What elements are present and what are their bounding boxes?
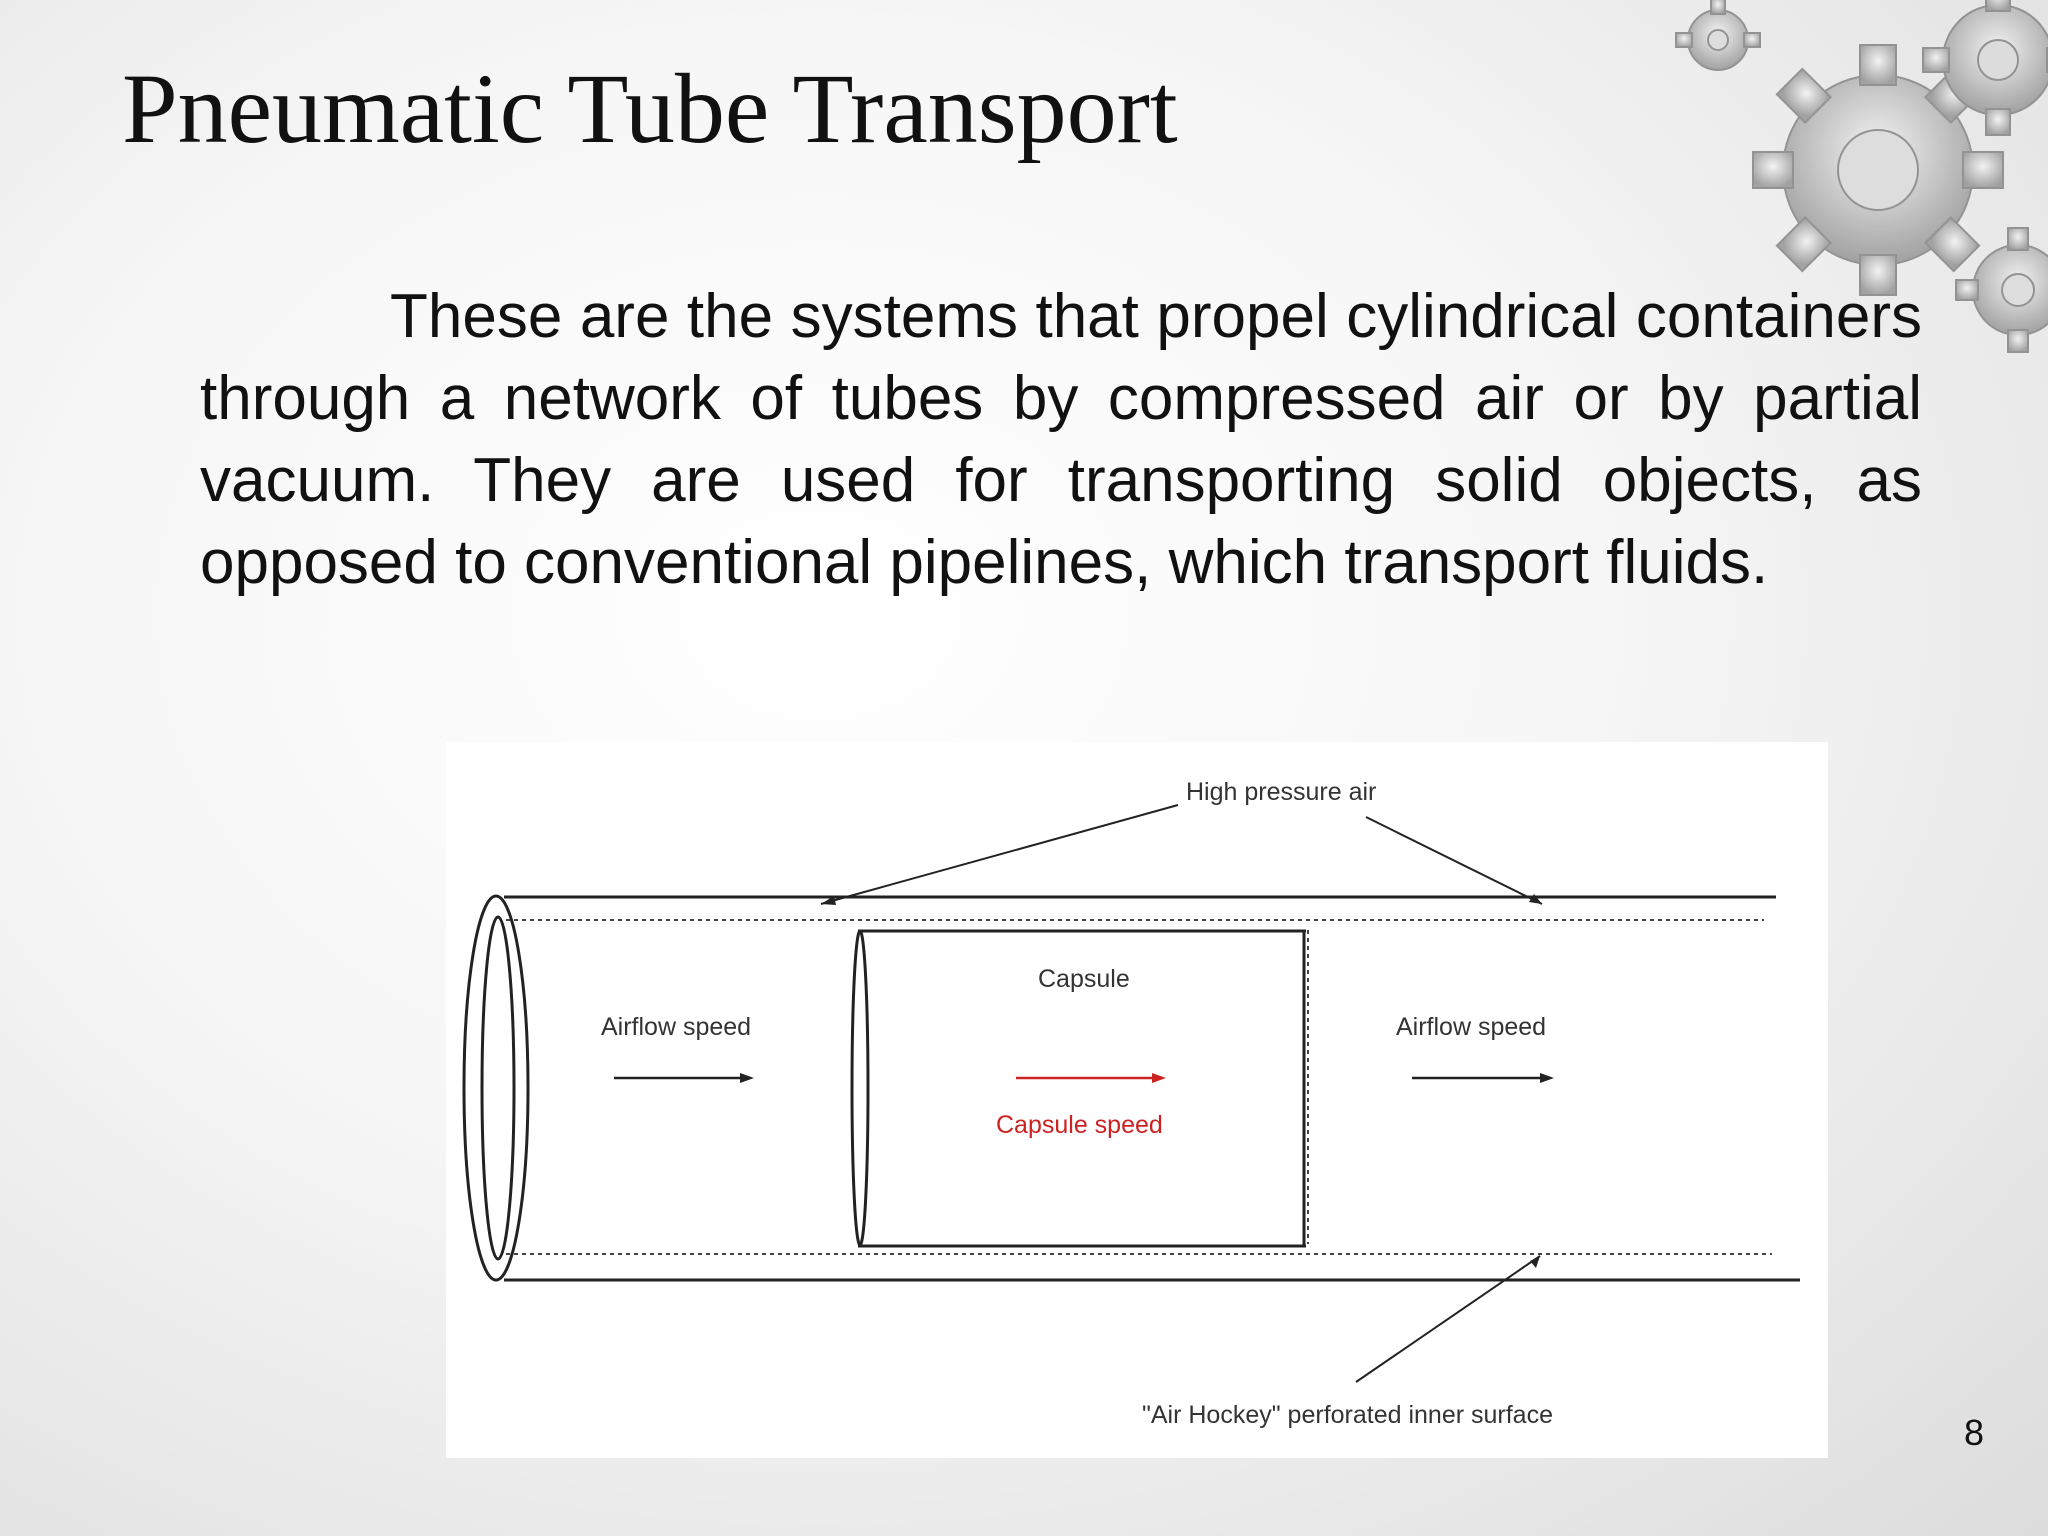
arrowhead-perforated <box>1530 1256 1540 1268</box>
tube-end-inner <box>480 915 516 1261</box>
label-capsule-speed: Capsule speed <box>996 1111 1163 1139</box>
page-number: 8 <box>1963 1412 1984 1453</box>
arrowhead-high-pressure-right <box>1529 894 1542 904</box>
label-capsule: Capsule <box>1038 965 1130 993</box>
airflow-arrowhead-left <box>740 1073 754 1083</box>
capsule-speed-arrowhead <box>1152 1073 1166 1083</box>
capsule-left-end <box>850 929 870 1247</box>
diagram-canvas: High pressure air Capsule Airflow speed … <box>462 778 1800 1429</box>
slide-title: Pneumatic Tube Transport <box>122 53 1178 164</box>
label-high-pressure-air: High pressure air <box>1186 778 1376 806</box>
pointer-perforated <box>1355 1255 1541 1383</box>
arrowhead-high-pressure-left <box>821 896 836 905</box>
pointer-high-pressure-left <box>820 804 1179 905</box>
label-airflow-speed-left: Airflow speed <box>601 1013 751 1041</box>
label-perforated-surface: "Air Hockey" perforated inner surface <box>1142 1401 1553 1429</box>
pointer-high-pressure-right <box>1365 816 1543 905</box>
label-airflow-speed-right: Airflow speed <box>1396 1013 1546 1041</box>
pneumatic-tube-diagram: High pressure air Capsule Airflow speed … <box>446 742 1828 1458</box>
tube-end-outer <box>462 894 530 1282</box>
airflow-arrowhead-right <box>1540 1073 1554 1083</box>
body-paragraph: These are the systems that propel cylind… <box>200 282 1922 597</box>
gears-icon <box>1675 0 2048 353</box>
